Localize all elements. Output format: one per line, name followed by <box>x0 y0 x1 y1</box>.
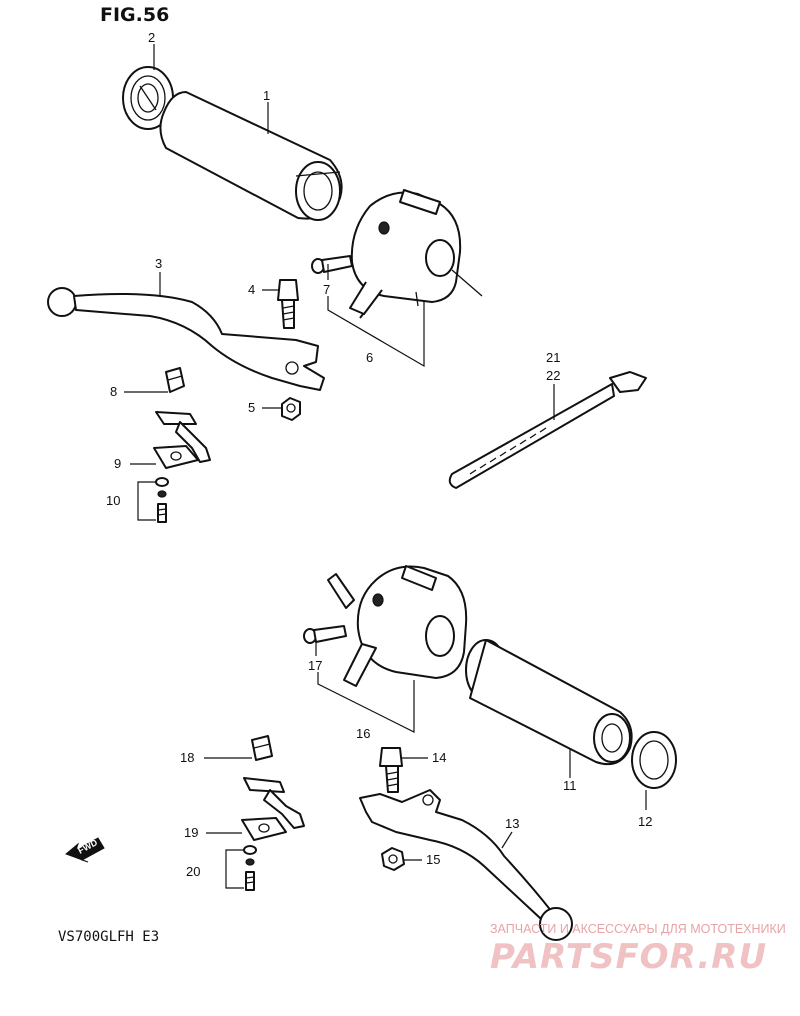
callout-5: 5 <box>248 400 255 415</box>
part-4-pivot-bolt <box>277 279 299 329</box>
callout-6: 6 <box>366 350 373 365</box>
part-17-screw <box>303 625 347 644</box>
callout-11: 11 <box>563 778 577 793</box>
callout-17: 17 <box>308 658 322 673</box>
part-11-throttle-grip <box>465 639 633 766</box>
callout-14: 14 <box>432 750 446 765</box>
part-15-nut <box>381 847 405 871</box>
part-7-screw <box>311 255 353 274</box>
part-6-handlebar-switch-left <box>349 189 483 319</box>
callout-16: 16 <box>356 726 370 741</box>
callout-12: 12 <box>638 814 652 829</box>
part-3-clutch-lever <box>47 287 325 391</box>
part-18-clamp <box>251 735 273 761</box>
part-1-handle-grip <box>159 91 343 221</box>
leader-lines <box>124 44 647 889</box>
callout-1: 1 <box>263 88 270 103</box>
watermark-tagline: ЗАПЧАСТИ И АКСЕССУАРЫ ДЛЯ МОТОТЕХНИКИ <box>490 922 786 936</box>
watermark-brand: PARTSFOR.RU <box>490 937 767 977</box>
part-19-switch-assembly <box>241 777 305 841</box>
callout-20: 20 <box>186 864 200 879</box>
model-code: VS700GLFH E3 <box>58 929 159 945</box>
callout-15: 15 <box>426 852 440 867</box>
callout-18: 18 <box>180 750 194 765</box>
callout-9: 9 <box>114 456 121 471</box>
part-12-grip-end-cap <box>631 731 677 789</box>
part-14-pivot-bolt <box>379 747 403 793</box>
callout-10: 10 <box>106 493 120 508</box>
forward-direction-arrow-icon: FWD <box>65 837 105 863</box>
callout-13: 13 <box>505 816 519 831</box>
callout-21: 21 <box>546 350 560 365</box>
callout-7: 7 <box>323 282 330 297</box>
part-13-brake-lever <box>359 789 573 941</box>
callout-19: 19 <box>184 825 198 840</box>
callout-4: 4 <box>248 282 255 297</box>
part-5-nut <box>281 397 301 421</box>
part-21-22-cable-tie <box>448 371 647 489</box>
part-20-screw-washer <box>243 845 257 891</box>
part-10-screw-washer <box>155 477 169 523</box>
callout-3: 3 <box>155 256 162 271</box>
callout-2: 2 <box>148 30 155 45</box>
part-9-switch-assembly <box>153 411 211 469</box>
callout-22: 22 <box>546 368 560 383</box>
part-8-clamp <box>165 367 185 393</box>
figure-title: FIG.56 <box>100 4 169 26</box>
part-16-handlebar-switch-right <box>327 565 468 687</box>
callout-8: 8 <box>110 384 117 399</box>
